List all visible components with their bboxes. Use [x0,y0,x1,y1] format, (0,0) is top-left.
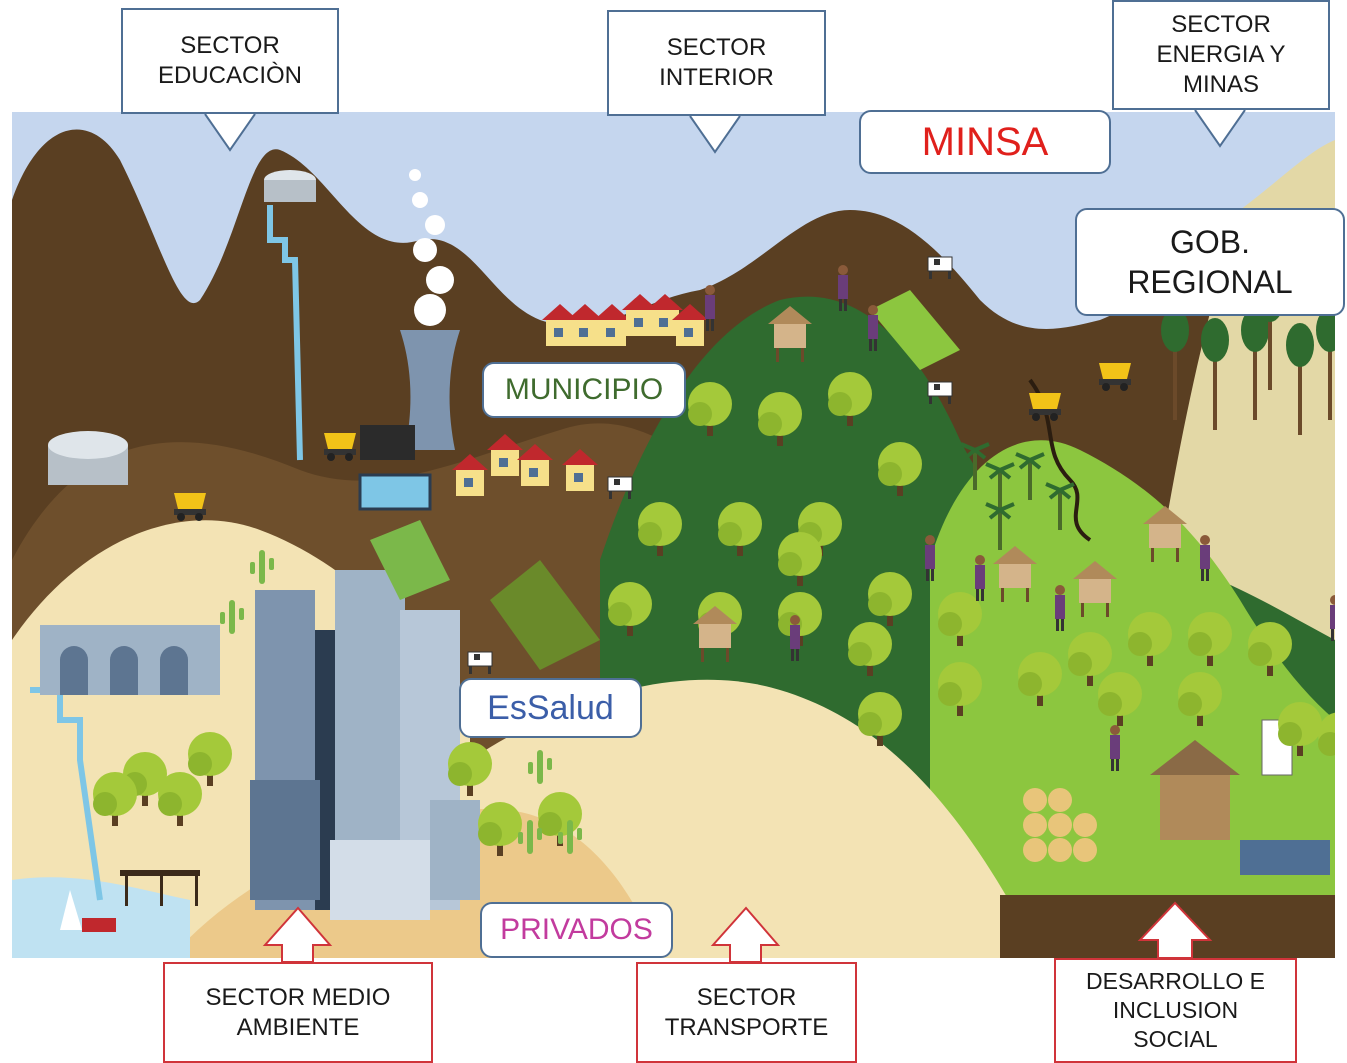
label-sector-energia-minas: SECTOR ENERGIA Y MINAS [1112,0,1330,110]
label-sector-transporte: SECTOR TRANSPORTE [636,962,857,1063]
label-privados: PRIVADOS [480,902,673,958]
label-municipio: MUNICIPIO [482,362,686,418]
label-gob-regional: GOB. REGIONAL [1075,208,1345,316]
label-sector-educacion: SECTOR EDUCACIÒN [121,8,339,114]
label-desarrollo-inclusion-social: DESARROLLO E INCLUSION SOCIAL [1054,958,1297,1063]
callout-pointers-top [204,109,1246,154]
water [12,877,190,958]
power-plant [360,169,460,460]
label-sector-medio-ambiente: SECTOR MEDIO AMBIENTE [163,962,433,1063]
label-essalud: EsSalud [459,678,642,738]
dam [40,625,220,695]
harbor [60,870,200,932]
city-buildings [250,570,480,920]
callout-pointers-bottom [262,901,1213,963]
label-sector-interior: SECTOR INTERIOR [607,10,826,116]
label-minsa: MINSA [859,110,1111,174]
lumber-yard [1023,719,1330,875]
crop-fields [370,290,960,670]
